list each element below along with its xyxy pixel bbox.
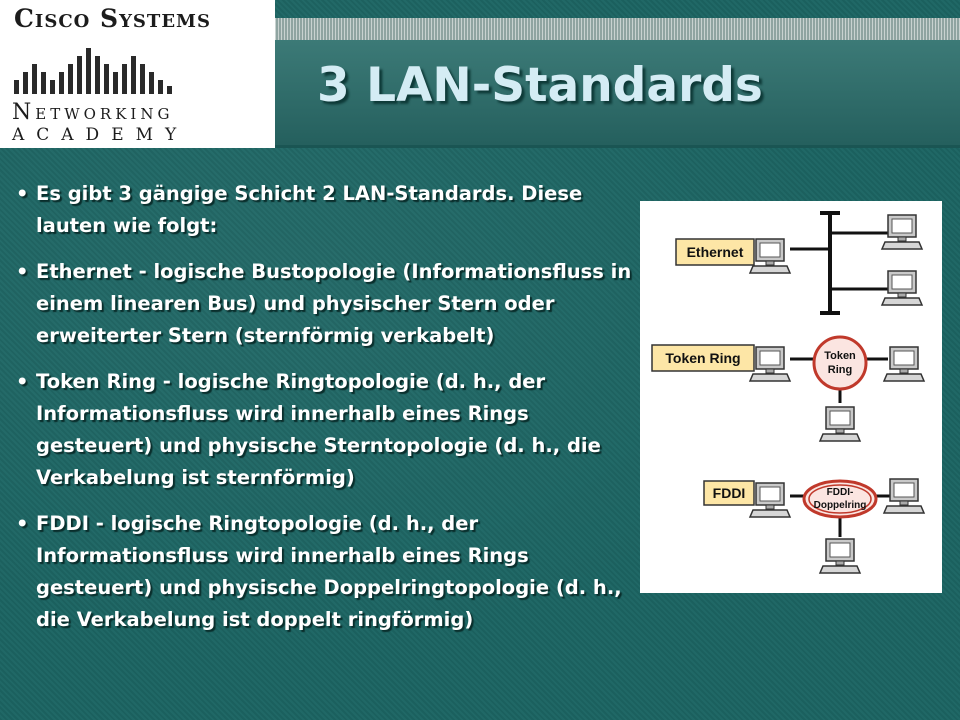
header-band xyxy=(275,40,960,148)
fddi-ring-inner xyxy=(808,484,872,514)
ethernet-label: Ethernet xyxy=(687,244,744,260)
cisco-logo: Cisco Systems Networking Academy xyxy=(0,0,275,148)
bullet-item: Es gibt 3 gängige Schicht 2 LAN-Standard… xyxy=(10,178,640,242)
logo-title: Cisco Systems xyxy=(14,4,211,33)
header-divider xyxy=(275,145,960,148)
computer-icon xyxy=(749,346,791,382)
logo-academy: Academy xyxy=(12,125,189,145)
token-ring-center-line1: Token xyxy=(824,350,856,362)
logo-bridge-icon xyxy=(14,48,172,94)
computer-icon xyxy=(883,478,925,514)
bullet-item: Token Ring - logische Ringtopologie (d. … xyxy=(10,366,640,494)
computer-icon xyxy=(881,270,923,306)
slide-title: 3 LAN-Standards xyxy=(317,58,763,113)
token-ring-circle xyxy=(812,335,868,391)
bullet-list: Es gibt 3 gängige Schicht 2 LAN-Standard… xyxy=(10,178,640,650)
computer-icon xyxy=(883,346,925,382)
computer-icon xyxy=(819,538,861,574)
token-ring-label: Token Ring xyxy=(665,350,740,366)
fddi-label-box xyxy=(703,480,755,506)
computer-icon xyxy=(819,406,861,442)
fddi-label: FDDI xyxy=(713,485,746,501)
fddi-ring-outer xyxy=(802,479,878,519)
fddi-center-line2: Doppelring xyxy=(814,500,867,511)
header-stripe-band xyxy=(275,18,960,40)
ethernet-bus xyxy=(790,211,888,315)
bullet-item: Ethernet - logische Bustopologie (Inform… xyxy=(10,256,640,352)
computer-icon xyxy=(749,238,791,274)
fddi-center-line1: FDDI- xyxy=(827,487,854,498)
token-ring-label-box xyxy=(651,344,755,372)
computer-icon xyxy=(881,214,923,250)
bullet-item: FDDI - logische Ringtopologie (d. h., de… xyxy=(10,508,640,636)
logo-networking: Networking xyxy=(12,100,174,125)
lan-topology-diagram: Ethernet Token Ring Token Ring FDDI- Dop… xyxy=(640,201,942,593)
token-ring-center-line2: Ring xyxy=(828,364,852,376)
ethernet-label-box xyxy=(675,238,755,266)
computer-icon xyxy=(749,482,791,518)
